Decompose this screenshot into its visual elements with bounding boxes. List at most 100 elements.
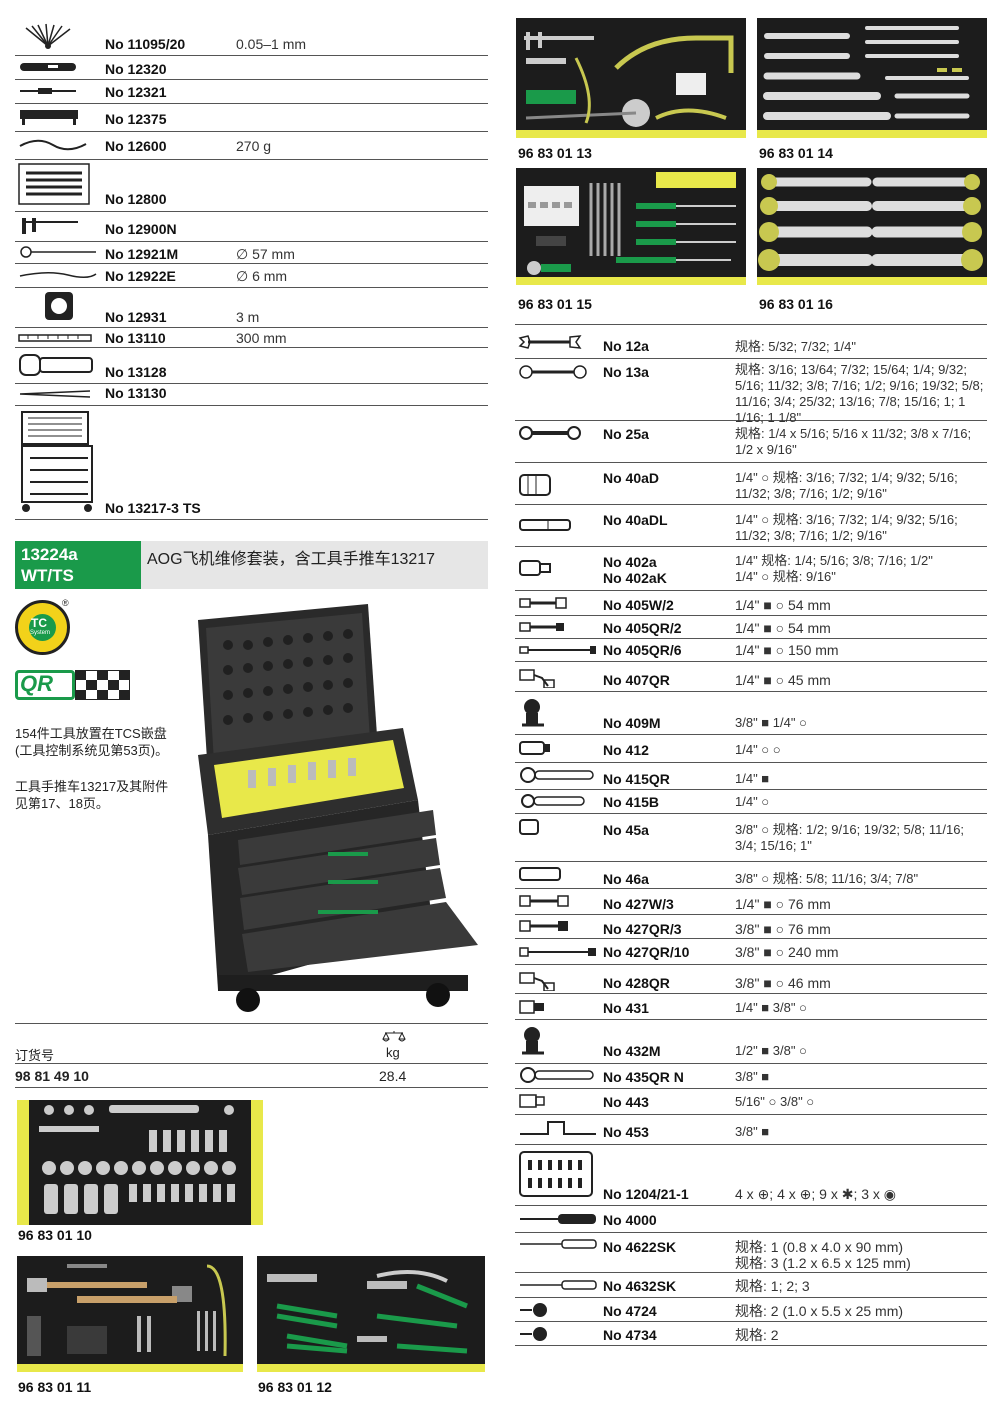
table-row [515, 915, 987, 939]
open-end-wrench-icon [518, 335, 582, 349]
item-number: No 13110 [105, 330, 166, 346]
table-row [515, 814, 987, 862]
table-row [515, 1322, 987, 1346]
extension-bar-icon [519, 622, 564, 632]
item-number: No 4632SK [603, 1278, 677, 1294]
registered-mark: ® [62, 598, 69, 608]
adaptor-socket-icon [519, 741, 550, 755]
item-number: No 427QR/10 [603, 944, 690, 960]
item-spec: 3/8" ■ ○ 76 mm [735, 921, 831, 937]
item-spec: 3/8" ■ ○ 46 mm [735, 975, 831, 991]
long-extension-bar-icon [519, 947, 596, 957]
weight-value: 28.4 [379, 1068, 407, 1084]
table-row [515, 639, 987, 662]
adaptor-icon [519, 1000, 544, 1014]
item-number: No 405QR/6 [603, 642, 682, 658]
table-row [515, 1233, 987, 1273]
speed-brace-icon [520, 1121, 596, 1135]
deep-socket-icon [519, 519, 571, 531]
table-row [515, 1064, 987, 1089]
ratchet-icon [520, 767, 594, 783]
table-row [515, 1115, 987, 1145]
table-row [515, 616, 987, 639]
insert-caption-16: 96 83 01 16 [759, 296, 833, 312]
item-number: No 405QR/2 [603, 620, 682, 636]
item-spec: 3/8" ■ [735, 1124, 770, 1139]
table-row [515, 1273, 987, 1298]
item-number: No 13128 [105, 364, 167, 380]
item-number: No 427QR/3 [603, 921, 682, 937]
item-number: No 11095/20 [105, 36, 186, 52]
table-row [515, 1020, 987, 1064]
table-row [515, 1145, 987, 1206]
adaptor-icon [522, 1027, 544, 1055]
insert-caption-13: 96 83 01 13 [518, 145, 592, 161]
item-number: No 428QR [603, 975, 670, 991]
item-number: No 12600 [105, 138, 167, 154]
spinner-handle-icon [521, 794, 585, 808]
item-number: No 435QR N [603, 1069, 684, 1085]
item-number: No 453 [603, 1124, 649, 1140]
item-number: No 4724 [603, 1303, 657, 1319]
table-row [515, 662, 987, 692]
item-value: 3 m [236, 309, 260, 325]
bit-socket-icon [519, 560, 551, 576]
item-number-secondary: No 402aK [603, 570, 667, 586]
product-code-box: 13224a WT/TS [15, 541, 141, 589]
table-row [515, 1089, 987, 1115]
tc-system-logo: TC System [15, 600, 70, 655]
flex-mirror-icon [19, 272, 97, 278]
scraper-icon [20, 110, 78, 125]
item-spec: 5/16" ○ 3/8" ○ [735, 1094, 815, 1109]
product-code: 13224a [21, 545, 78, 564]
item-number: No 12321 [105, 84, 167, 100]
item-spec: 1/4" ○ [735, 794, 770, 809]
order-table [15, 1023, 488, 1024]
item-spec: 4 x ⊕; 4 x ⊕; 9 x ✱; 3 x ◉ [735, 1186, 897, 1202]
item-number: No 12320 [105, 61, 167, 77]
tool-cart-photo [198, 604, 478, 1012]
insert-photo-16 [757, 168, 987, 285]
screwdriver-icon [520, 1214, 596, 1224]
product-code-suffix: WT/TS [21, 566, 74, 585]
item-number: No 443 [603, 1094, 649, 1110]
item-spec-secondary: 规格: 3 (1.2 x 6.5 x 125 mm) [735, 1255, 911, 1271]
list-item [15, 80, 488, 104]
item-spec: 1/4" ■ ○ 54 mm [735, 597, 831, 613]
item-number: No 1204/21-1 [603, 1186, 689, 1202]
universal-joint-icon [519, 972, 555, 991]
combination-wrench-icon [519, 365, 587, 379]
table-row [515, 692, 987, 735]
item-number: No 13217-3 TS [105, 500, 201, 516]
list-item [15, 288, 488, 328]
item-spec: 规格: 2 [735, 1327, 779, 1343]
table-row [515, 994, 987, 1020]
item-value: 300 mm [236, 330, 287, 346]
inspection-mirror-icon [20, 246, 96, 258]
universal-joint-icon [519, 669, 555, 688]
item-number: No 12a [603, 338, 649, 354]
list-item [15, 56, 488, 80]
item-spec: 1/4" ■ ○ 76 mm [735, 896, 831, 912]
item-number: No 415B [603, 794, 660, 810]
item-number: No 12922E [105, 268, 176, 284]
tweezers-icon [19, 390, 91, 398]
order-number-label: 订货号 [15, 1048, 55, 1063]
insert-caption-11: 96 83 01 11 [18, 1379, 92, 1395]
order-number: 98 81 49 10 [15, 1068, 89, 1084]
insert-photo-15 [516, 168, 746, 285]
item-spec: 1/4" ○ 规格: 3/16; 7/32; 1/4; 9/32; 5/16; … [735, 470, 958, 501]
item-spec: 3/8" ■ [735, 1069, 770, 1084]
table-row [515, 591, 987, 616]
qr-logo: QR [15, 670, 130, 702]
item-number: No 12900N [105, 221, 177, 237]
item-spec: 规格: 1 (0.8 x 4.0 x 90 mm) [735, 1239, 904, 1255]
insert-caption-15: 96 83 01 15 [518, 296, 592, 312]
short-socket-icon [519, 819, 539, 835]
product-title: AOG飞机维修套装，含工具手推车13217 [147, 551, 436, 568]
list-item [15, 384, 488, 406]
steel-rule-icon [18, 334, 92, 342]
item-value: ∅ 6 mm [236, 268, 288, 284]
screwdriver-icon [520, 1280, 597, 1290]
list-item [15, 348, 488, 384]
